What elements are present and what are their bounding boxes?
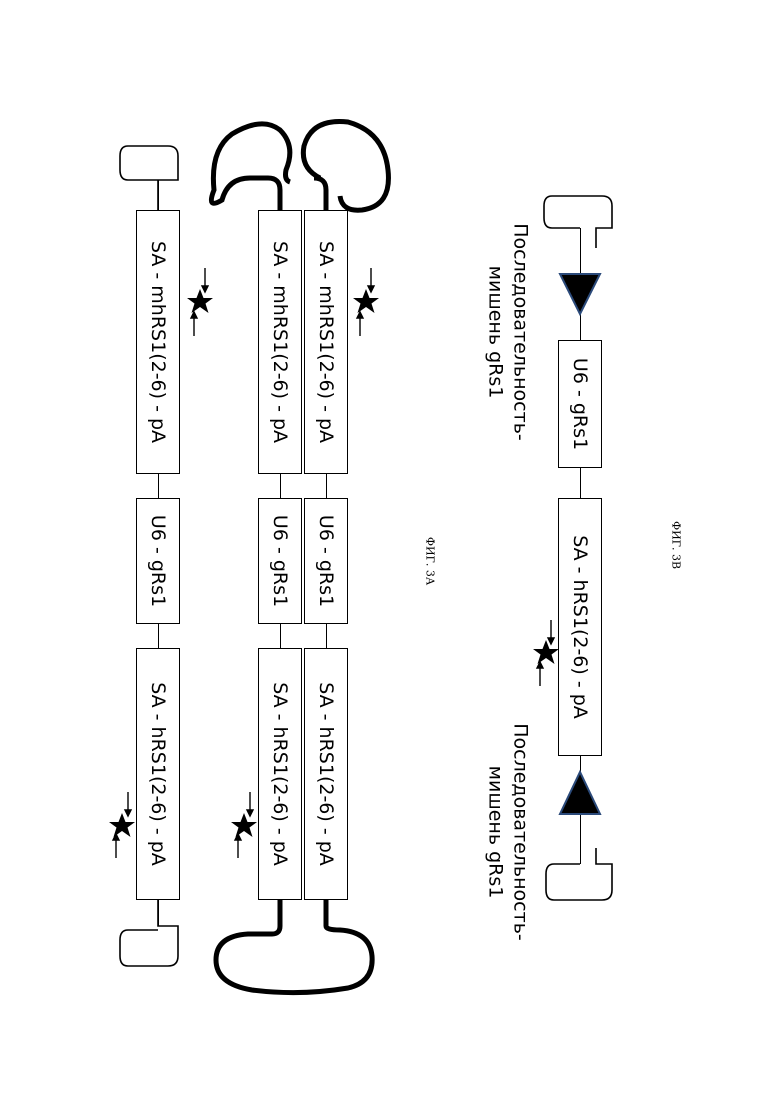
star-icon xyxy=(187,289,213,313)
arrow-icon xyxy=(113,268,554,858)
itr-icon xyxy=(120,900,178,966)
itr-icon xyxy=(120,146,178,210)
star-icon xyxy=(231,813,257,837)
star-icon xyxy=(109,813,135,837)
hairpin-icon xyxy=(211,122,388,211)
triangle-icon xyxy=(560,772,600,814)
itr-icon xyxy=(544,196,612,248)
star-icon xyxy=(353,289,379,313)
triangle-icon xyxy=(560,274,600,314)
hairpin-icon xyxy=(216,900,372,993)
star-icon xyxy=(533,640,559,664)
itr-icon xyxy=(546,848,612,900)
